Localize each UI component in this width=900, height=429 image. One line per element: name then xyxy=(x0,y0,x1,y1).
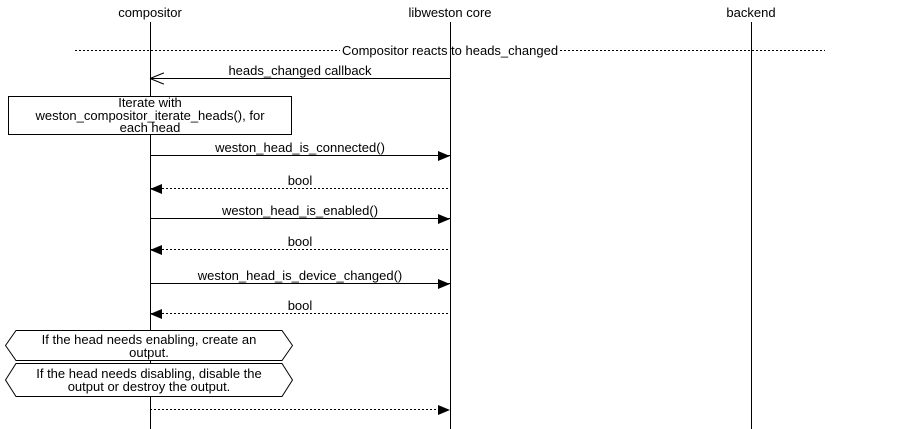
divider-line-left xyxy=(75,49,340,51)
hexagon-outline xyxy=(5,330,293,361)
message-line xyxy=(150,249,450,250)
message-label: weston_head_is_connected() xyxy=(215,140,385,155)
message-label: bool xyxy=(287,173,313,188)
message-weston-head-is-enabled: weston_head_is_enabled() xyxy=(150,202,450,224)
message-line xyxy=(150,283,450,284)
message-line xyxy=(150,313,450,314)
note-line: each head xyxy=(119,120,181,135)
lifeline-compositor xyxy=(150,22,151,429)
hexagon-outline xyxy=(5,363,293,397)
message-label: bool xyxy=(287,234,313,249)
condition-line: output or destroy the output. xyxy=(67,379,231,394)
message-label: weston_head_is_device_changed() xyxy=(197,268,403,283)
actor-label-backend: backend xyxy=(726,5,776,20)
message-label: bool xyxy=(287,298,313,313)
message-weston-head-is-connected: weston_head_is_connected() xyxy=(150,139,450,161)
divider-line-right xyxy=(560,49,826,51)
condition-line: output. xyxy=(129,344,169,360)
message-label: weston_head_is_enabled() xyxy=(221,203,379,218)
message-line xyxy=(150,78,450,79)
divider-label: Compositor reacts to heads_changed xyxy=(341,42,559,58)
message-line xyxy=(150,409,450,410)
message-final-return xyxy=(150,393,450,415)
filled-arrowhead-right-icon xyxy=(438,279,450,289)
return-bool-connected: bool xyxy=(150,172,450,194)
message-weston-head-is-device-changed: weston_head_is_device_changed() xyxy=(150,267,450,289)
message-line xyxy=(150,188,450,189)
open-arrowhead-left-icon xyxy=(150,78,166,79)
filled-arrowhead-left-icon xyxy=(150,309,162,319)
condition-line: If the head needs enabling, create an xyxy=(41,331,257,347)
actor-label-compositor: compositor xyxy=(118,5,182,20)
message-line xyxy=(150,218,450,219)
lifeline-libweston-core xyxy=(450,22,451,429)
message-line xyxy=(150,155,450,156)
note-line: Iterate with xyxy=(118,95,182,110)
message-heads-changed-callback: heads_changed callback xyxy=(150,62,450,79)
filled-arrowhead-right-icon xyxy=(438,405,450,415)
condition-disable-output: If the head needs disabling, disable the… xyxy=(5,363,293,397)
filled-arrowhead-right-icon xyxy=(438,214,450,224)
note-line: weston_compositor_iterate_heads(), for xyxy=(35,107,265,123)
condition-line: If the head needs disabling, disable the xyxy=(36,366,262,381)
note-iterate-heads: Iterate with weston_compositor_iterate_h… xyxy=(8,96,292,135)
message-label: heads_changed callback xyxy=(228,63,372,78)
filled-arrowhead-left-icon xyxy=(150,245,162,255)
return-bool-device-changed: bool xyxy=(150,297,450,319)
filled-arrowhead-left-icon xyxy=(150,184,162,194)
lifeline-backend xyxy=(751,22,752,429)
condition-enable-output: If the head needs enabling, create an ou… xyxy=(5,330,293,361)
filled-arrowhead-right-icon xyxy=(438,151,450,161)
divider-compositor-reacts: Compositor reacts to heads_changed xyxy=(75,42,826,58)
return-bool-enabled: bool xyxy=(150,233,450,255)
actor-label-libweston-core: libweston core xyxy=(408,5,492,20)
